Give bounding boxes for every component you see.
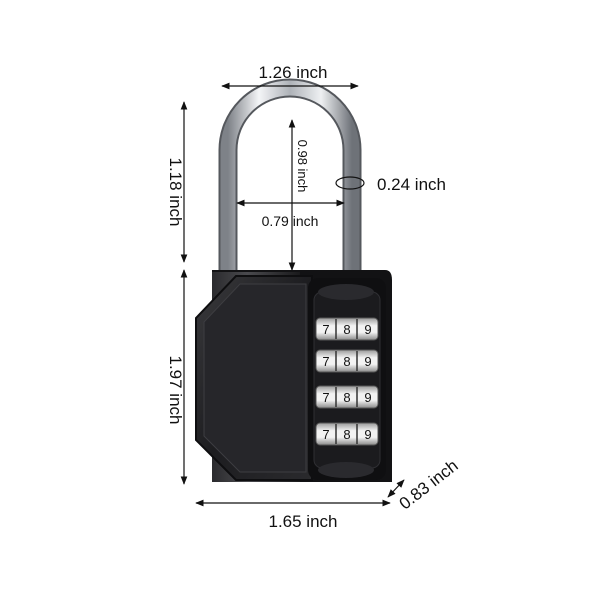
dial-digit: 8 bbox=[343, 390, 350, 405]
shackle-height-label: 1.18 inch bbox=[166, 158, 185, 227]
dial-digit: 9 bbox=[364, 427, 371, 442]
shackle bbox=[218, 78, 362, 275]
dial-digit: 8 bbox=[343, 354, 350, 369]
body-height-label: 1.97 inch bbox=[166, 356, 185, 425]
dial-digit: 7 bbox=[322, 322, 329, 337]
lock-body bbox=[195, 270, 392, 482]
dial-wheel[interactable]: 7 8 9 bbox=[315, 385, 379, 409]
dial-wheel[interactable]: 7 8 9 bbox=[315, 349, 379, 373]
dial-wheel[interactable]: 7 8 9 bbox=[315, 422, 379, 446]
shackle-outer-width-label: 1.26 inch bbox=[259, 63, 328, 82]
dial-digit: 9 bbox=[364, 354, 371, 369]
dial-digit: 8 bbox=[343, 427, 350, 442]
dial-digit: 7 bbox=[322, 390, 329, 405]
shackle-diameter-ring bbox=[335, 176, 365, 190]
shackle-diameter-label: 0.24 inch bbox=[377, 175, 446, 194]
dimension-lines bbox=[180, 82, 405, 507]
body-depth-label: 0.83 inch bbox=[396, 456, 462, 513]
body-width-label: 1.65 inch bbox=[269, 512, 338, 531]
dial-digit: 8 bbox=[343, 322, 350, 337]
dial-wheel[interactable]: 7 8 9 bbox=[315, 317, 379, 341]
dial-digit: 9 bbox=[364, 390, 371, 405]
body-depth-line bbox=[387, 479, 405, 498]
combination-dials: 7 8 9 7 8 9 7 8 9 7 8 9 bbox=[315, 317, 379, 446]
dial-digit: 7 bbox=[322, 427, 329, 442]
shackle-inner-width-label: 0.79 inch bbox=[262, 213, 319, 229]
shackle-inner-height-label: 0.98 inch bbox=[295, 140, 310, 193]
dial-digit: 9 bbox=[364, 322, 371, 337]
dial-digit: 7 bbox=[322, 354, 329, 369]
